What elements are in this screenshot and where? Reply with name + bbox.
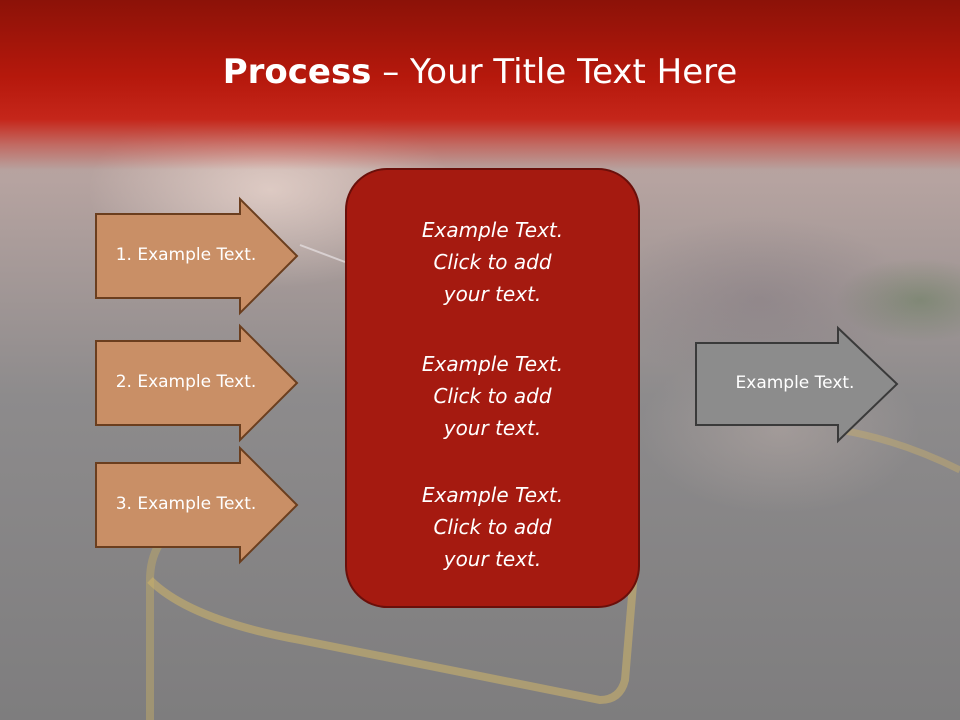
title-rest: – Your Title Text Here: [371, 52, 738, 92]
center-block-2[interactable]: Example Text. Click to add your text.: [347, 348, 638, 444]
center-block-2-line-2: Click to add: [433, 384, 552, 408]
title-bold: Process: [222, 52, 372, 92]
output-label: Example Text.: [735, 373, 855, 393]
center-block-1-line-2: Click to add: [433, 250, 552, 274]
step-1-arrow[interactable]: [95, 196, 299, 316]
step-2-arrow[interactable]: [95, 323, 299, 443]
center-block-3-line-3: your text.: [443, 547, 542, 571]
center-block-3-line-1: Example Text.: [421, 483, 564, 507]
center-block-1-line-1: Example Text.: [421, 218, 564, 242]
center-block-3-line-2: Click to add: [433, 515, 552, 539]
output-arrow[interactable]: [695, 325, 899, 444]
slide-title: Process – Your Title Text Here: [0, 52, 960, 92]
center-block-2-line-3: your text.: [443, 416, 542, 440]
step-3-arrow[interactable]: [95, 445, 299, 565]
center-block-1-line-3: your text.: [443, 282, 542, 306]
center-block-3[interactable]: Example Text. Click to add your text.: [347, 479, 638, 575]
step-3-label: 3. Example Text.: [115, 494, 257, 514]
center-text-box[interactable]: Example Text. Click to add your text. Ex…: [345, 168, 640, 608]
step-1-label: 1. Example Text.: [115, 245, 257, 265]
header-band: [0, 0, 960, 170]
center-block-2-line-1: Example Text.: [421, 352, 564, 376]
step-2-label: 2. Example Text.: [115, 372, 257, 392]
center-block-1[interactable]: Example Text. Click to add your text.: [347, 214, 638, 310]
